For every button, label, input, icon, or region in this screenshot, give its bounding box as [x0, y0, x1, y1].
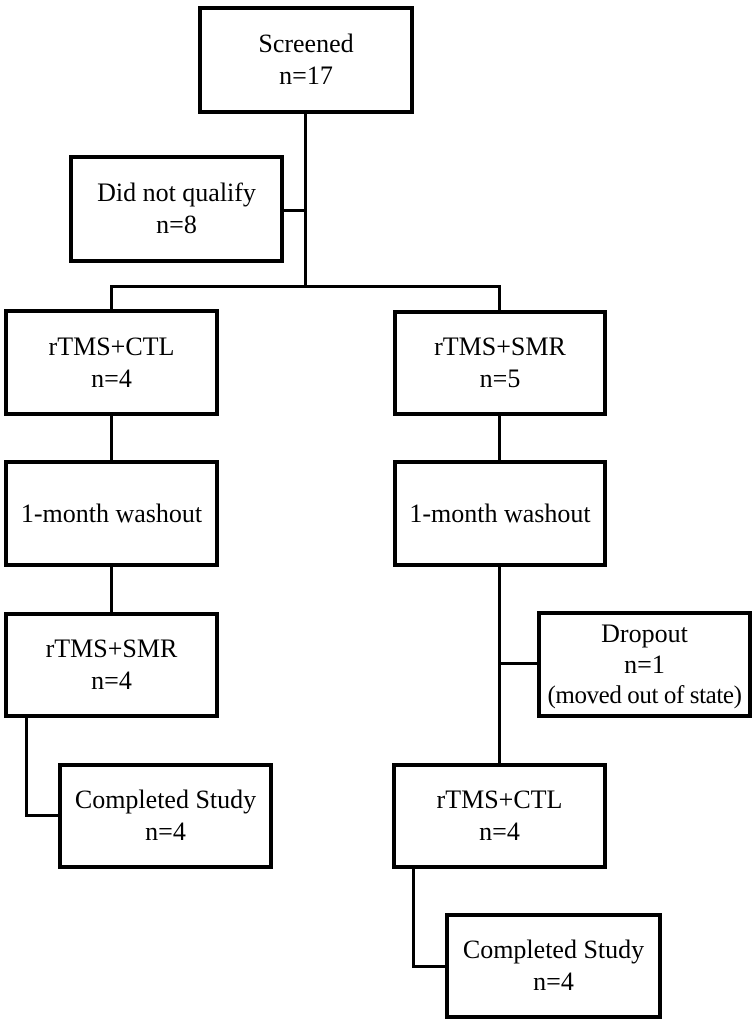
node-dropout-count: n=1 [624, 650, 665, 679]
node-arm1-right-label: rTMS+SMR [434, 332, 566, 361]
node-did-not-qualify: Did not qualify n=8 [69, 155, 284, 263]
node-arm1-right-rtms-smr: rTMS+SMR n=5 [393, 310, 607, 416]
connector-arm1-right-to-washout [498, 414, 501, 462]
node-washout-left: 1-month washout [4, 460, 219, 567]
connector-split-left-drop [110, 285, 113, 312]
node-completed-right-count: n=4 [533, 967, 574, 996]
node-arm1-left-count: n=4 [91, 363, 132, 393]
node-did-not-qualify-label: Did not qualify [97, 178, 256, 207]
node-completed-right: Completed Study n=4 [445, 913, 662, 1019]
connector-arm2-right-elbow-vertical [412, 867, 415, 968]
node-arm2-right-label: rTMS+CTL [436, 785, 563, 814]
connector-arm2-left-elbow-horizontal [25, 814, 60, 817]
node-arm2-right-count: n=4 [479, 817, 520, 846]
connector-split-right-drop [498, 285, 501, 313]
node-arm2-left-label: rTMS+SMR [45, 634, 178, 663]
connector-arm2-left-elbow-vertical [25, 716, 28, 817]
node-completed-left: Completed Study n=4 [58, 763, 273, 869]
connector-arm1-left-to-washout [110, 414, 113, 462]
node-washout-left-label: 1-month washout [20, 498, 203, 528]
node-arm2-right-rtms-ctl: rTMS+CTL n=4 [392, 763, 607, 869]
node-arm1-left-rtms-ctl: rTMS+CTL n=4 [4, 309, 219, 416]
node-washout-right-label: 1-month washout [409, 498, 591, 528]
node-completed-right-label: Completed Study [462, 935, 645, 964]
node-screened-label: Screened [258, 29, 354, 58]
node-washout-right: 1-month washout [393, 460, 607, 567]
connector-arm2-right-elbow-horizontal [412, 965, 447, 968]
node-arm2-left-rtms-smr: rTMS+SMR n=4 [4, 612, 219, 718]
node-arm1-left-label: rTMS+CTL [48, 331, 175, 361]
connector-did-not-qualify-stub [283, 209, 307, 212]
node-screened-count: n=17 [279, 61, 333, 90]
connector-washout-right-to-arm2 [498, 565, 501, 765]
node-dropout-note: (moved out of state) [547, 682, 742, 709]
connector-washout-left-to-arm2 [110, 565, 113, 614]
connector-split-horizontal [110, 285, 501, 288]
node-dropout: Dropout n=1 (moved out of state) [537, 611, 752, 718]
node-did-not-qualify-count: n=8 [156, 210, 197, 239]
node-dropout-label: Dropout [601, 619, 688, 648]
connector-dropout-stub [499, 662, 537, 665]
node-arm2-left-count: n=4 [91, 666, 132, 695]
node-arm1-right-count: n=5 [479, 364, 521, 393]
node-completed-left-count: n=4 [145, 817, 186, 846]
node-screened: Screened n=17 [198, 6, 414, 114]
connector-screened-down [304, 113, 307, 288]
node-completed-left-label: Completed Study [74, 785, 257, 814]
